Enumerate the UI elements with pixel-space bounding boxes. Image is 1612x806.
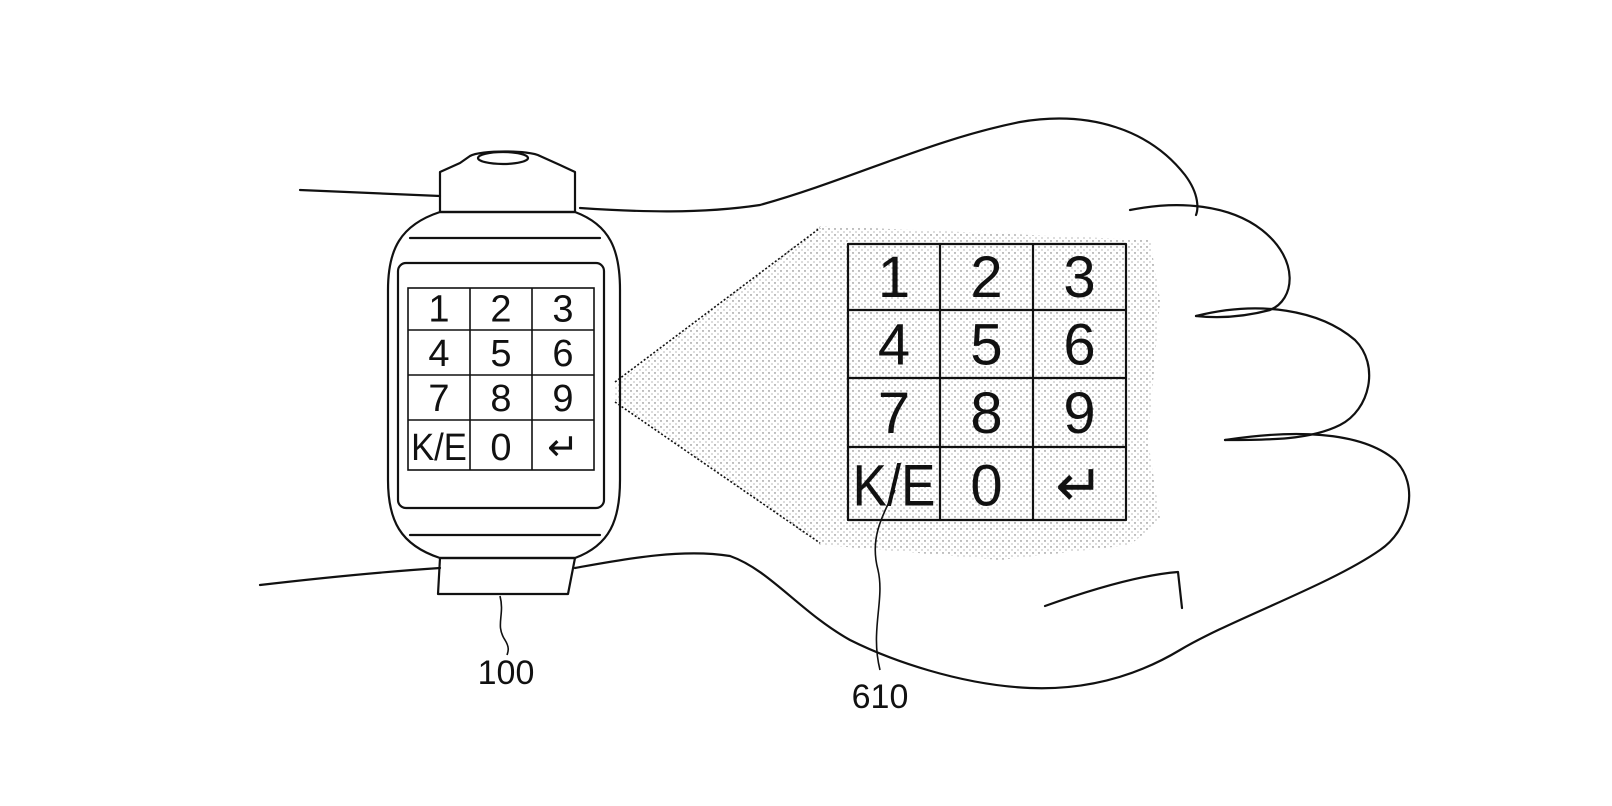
reference-label-610: 610 [852, 678, 909, 716]
key-2[interactable]: 2 [490, 289, 511, 331]
key-6[interactable]: 6 [552, 333, 573, 375]
key-0[interactable]: 0 [490, 427, 511, 469]
leader-line-100 [499, 595, 510, 656]
key-9[interactable]: 9 [552, 378, 573, 420]
leader-line-610 [874, 489, 896, 671]
smartwatch [386, 150, 622, 596]
key-5[interactable]: 5 [970, 312, 1002, 377]
key-7[interactable]: 7 [878, 381, 910, 446]
language-toggle-key[interactable]: K/E [411, 427, 467, 469]
key-2[interactable]: 2 [970, 245, 1002, 310]
key-0[interactable]: 0 [970, 453, 1002, 518]
key-3[interactable]: 3 [1063, 245, 1095, 310]
key-1[interactable]: 1 [428, 289, 449, 331]
key-8[interactable]: 8 [970, 381, 1002, 446]
enter-key[interactable]: ↵ [547, 427, 579, 469]
key-9[interactable]: 9 [1063, 381, 1095, 446]
key-7[interactable]: 7 [428, 378, 449, 420]
language-toggle-key[interactable]: K/E [853, 453, 936, 518]
hand-outline [258, 117, 1411, 690]
key-8[interactable]: 8 [490, 378, 511, 420]
reference-label-100: 100 [478, 654, 535, 692]
key-4[interactable]: 4 [878, 312, 910, 377]
key-5[interactable]: 5 [490, 333, 511, 375]
key-6[interactable]: 6 [1063, 312, 1095, 377]
key-4[interactable]: 4 [428, 333, 449, 375]
key-3[interactable]: 3 [552, 289, 573, 331]
watch-screen [396, 261, 606, 510]
enter-key[interactable]: ↵ [1055, 453, 1104, 518]
key-1[interactable]: 1 [878, 245, 910, 310]
